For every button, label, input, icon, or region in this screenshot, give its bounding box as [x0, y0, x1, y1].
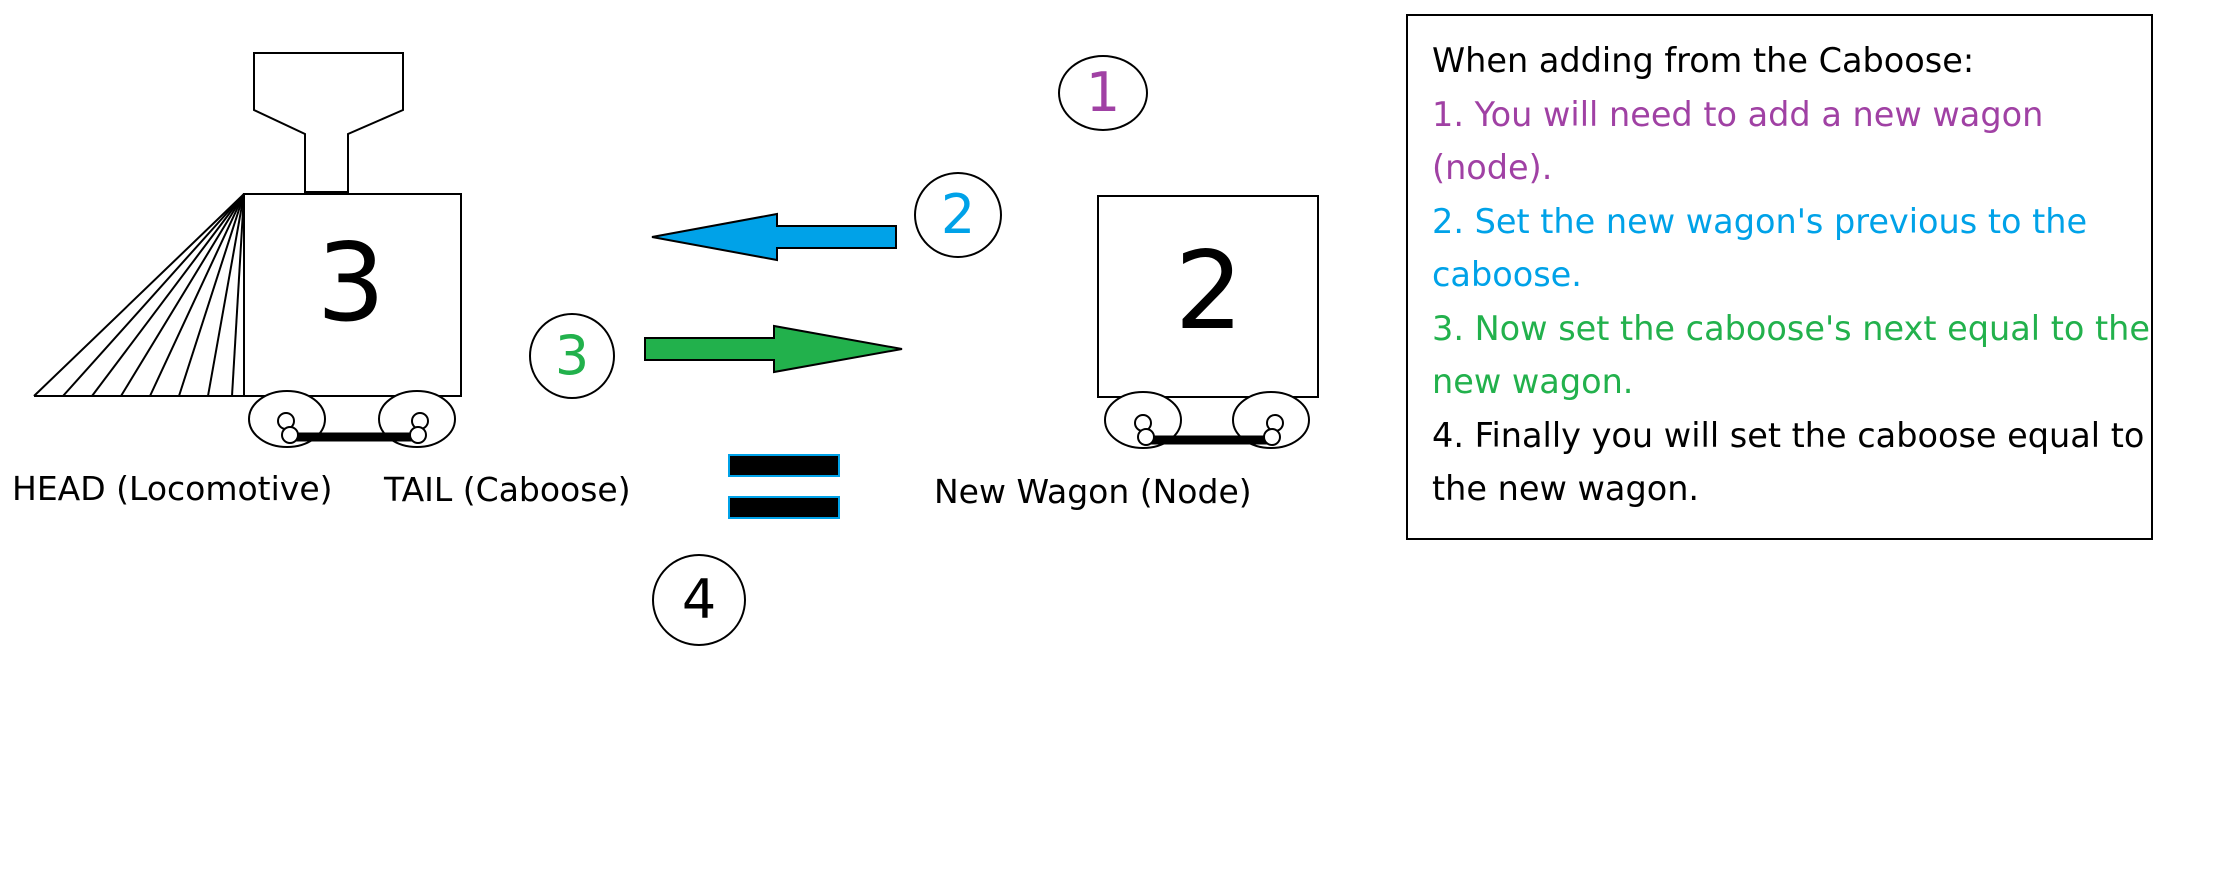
- step-2-circle: 2: [914, 172, 1002, 258]
- head-label: HEAD (Locomotive): [12, 469, 333, 508]
- step-1-circle: 1: [1058, 55, 1148, 131]
- tail-label: TAIL (Caboose): [384, 470, 631, 509]
- instruction-step-1: 1. You will need to add a new wagon (nod…: [1432, 94, 2044, 188]
- locomotive-number: 3: [316, 221, 386, 346]
- step-3-circle: 3: [529, 313, 615, 399]
- new-wagon-number: 2: [1174, 229, 1244, 354]
- equals-sign: [728, 454, 840, 519]
- instruction-step-2: 2. Set the new wagon's previous to the c…: [1432, 201, 2088, 295]
- new-wagon-body: [1097, 195, 1319, 398]
- locomotive-smokestack: [253, 52, 404, 193]
- locomotive-cow-catcher: [33, 193, 245, 397]
- instructions-box: When adding from the Caboose: 1. You wil…: [1406, 14, 2153, 540]
- locomotive-body: [243, 193, 462, 397]
- instruction-step-4: 4. Finally you will set the caboose equa…: [1432, 415, 2145, 509]
- instruction-step-3: 3. Now set the caboose's next equal to t…: [1432, 308, 2150, 402]
- locomotive-wheels: [248, 390, 456, 448]
- previous-arrow: [651, 212, 897, 262]
- new-wagon-label: New Wagon (Node): [934, 472, 1252, 511]
- instructions-heading: When adding from the Caboose:: [1432, 41, 1975, 80]
- step-4-circle: 4: [652, 554, 746, 646]
- new-wagon-wheels: [1104, 391, 1310, 449]
- next-arrow: [644, 324, 903, 374]
